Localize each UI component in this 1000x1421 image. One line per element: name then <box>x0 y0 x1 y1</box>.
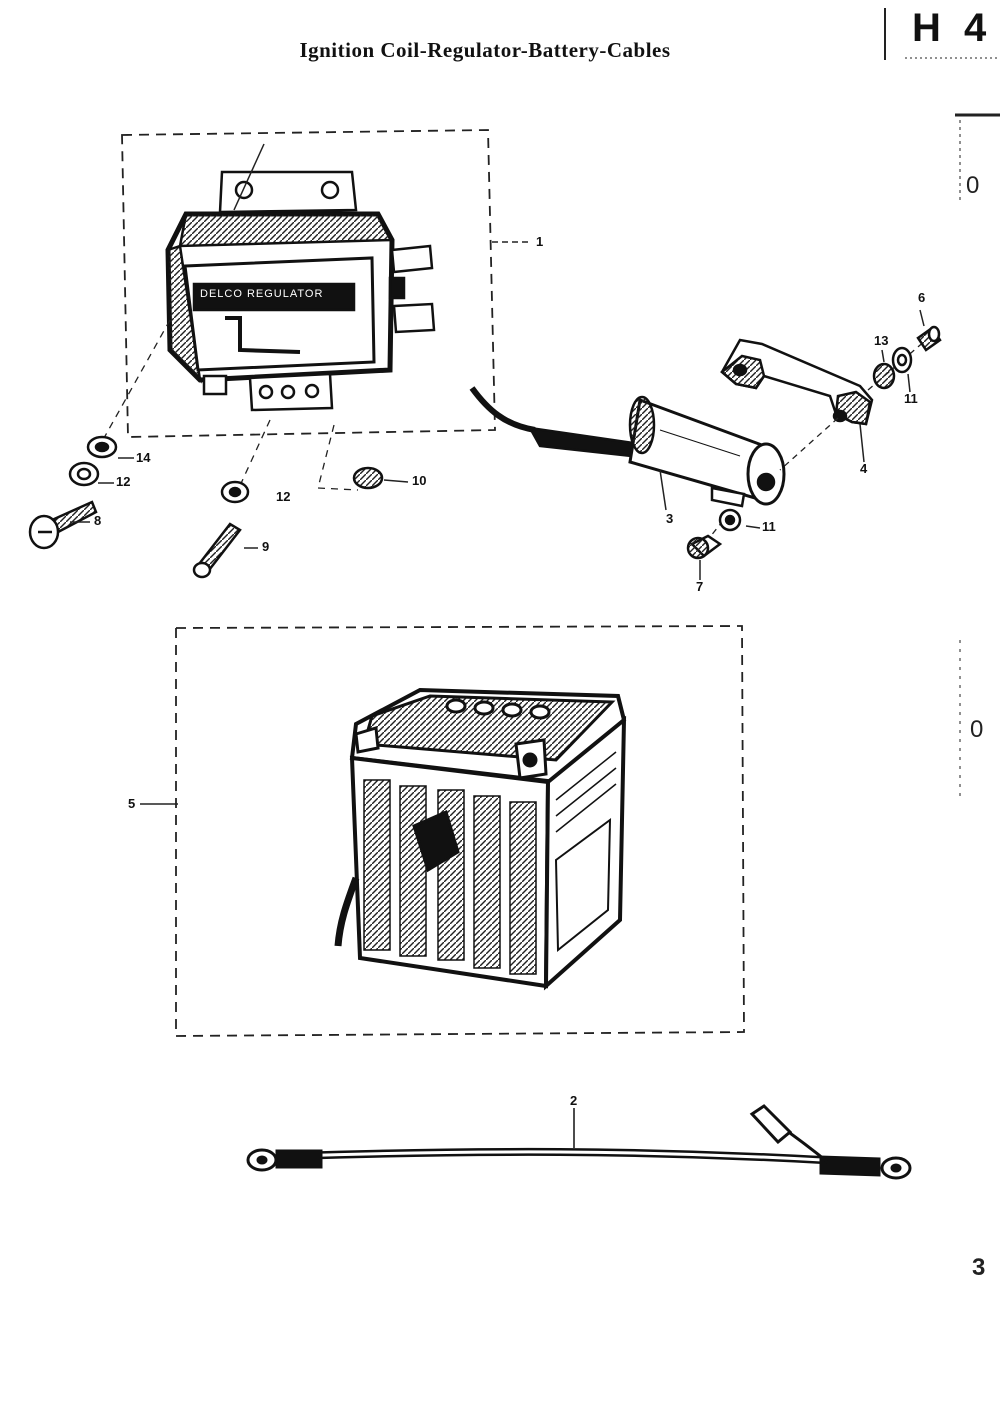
callout-2: 2 <box>570 1093 578 1108</box>
callout-12-left: 12 <box>116 474 131 489</box>
margin-mark-top: 0 <box>966 172 980 199</box>
battery-group-frame <box>175 625 745 1037</box>
page-title: Ignition Coil-Regulator-Battery-Cables <box>299 38 671 62</box>
callout-4: 4 <box>860 461 868 476</box>
page-code: H 4 <box>912 6 993 50</box>
regulator-group-frame <box>121 129 496 438</box>
regulator-assembly-lines <box>103 319 359 491</box>
callout-8: 8 <box>94 513 102 528</box>
callout-11-washer: 11 <box>904 391 918 406</box>
battery-cable <box>246 1104 912 1180</box>
ignition-coil <box>469 386 786 508</box>
callout-3: 3 <box>666 511 674 526</box>
callout-1: 1 <box>536 234 544 249</box>
regulator-hardware-leaders <box>70 457 409 549</box>
page-header-frame <box>884 8 1000 800</box>
coil-bracket <box>720 338 874 426</box>
battery <box>334 687 627 991</box>
callout-5: 5 <box>128 796 136 811</box>
callout-14: 14 <box>136 450 151 465</box>
callout-13: 13 <box>874 333 889 348</box>
callout-9: 9 <box>262 539 270 554</box>
regulator-label: DELCO REGULATOR <box>200 288 324 300</box>
coil-hardware-leaders <box>659 309 925 580</box>
callout-10: 10 <box>412 473 427 488</box>
callout-12-center: 12 <box>276 489 291 504</box>
callout-7: 7 <box>696 579 704 594</box>
callout-11-lower: 11 <box>762 519 776 534</box>
regulator-hardware <box>28 435 384 579</box>
margin-mark-middle: 0 <box>970 716 984 743</box>
callout-6: 6 <box>918 290 926 305</box>
margin-mark-bottom: 3 <box>972 1254 986 1281</box>
leader-14-screw <box>233 143 265 211</box>
coil-hardware <box>686 325 942 560</box>
voltage-regulator <box>165 170 436 412</box>
